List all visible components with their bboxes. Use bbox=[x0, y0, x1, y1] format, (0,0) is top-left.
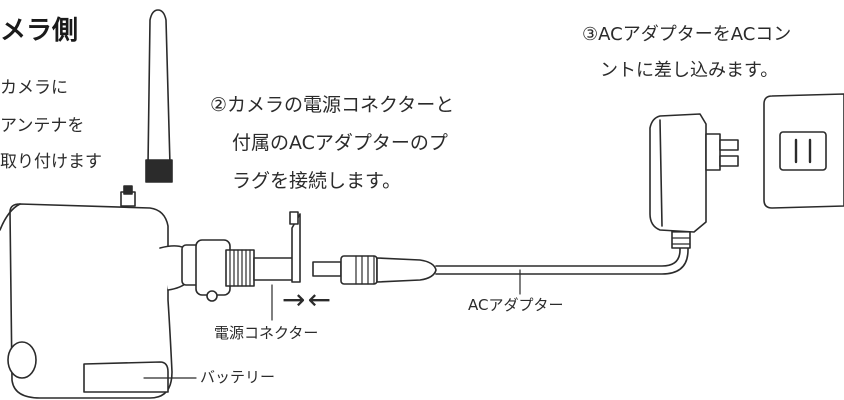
wall-outlet-illustration bbox=[763, 93, 844, 209]
camera-illustration bbox=[0, 185, 301, 399]
step2-line-1: ②カメラの電源コネクターと bbox=[210, 94, 455, 116]
step2-line-2: 付属のACアダプターのプ bbox=[232, 132, 448, 154]
connect-arrows: →← bbox=[282, 283, 333, 316]
step3-line-1: ③ACアダプターをACコン bbox=[582, 24, 792, 45]
step1-line-1: カメラに bbox=[0, 78, 68, 98]
ac-adapter-illustration bbox=[649, 113, 739, 233]
step1-line-2: アンテナを bbox=[0, 116, 85, 136]
step3-line-2: ントに差し込みます。 bbox=[600, 60, 779, 81]
label-battery: バッテリー bbox=[200, 368, 276, 386]
label-ac-adapter: ACアダプター bbox=[468, 296, 564, 314]
leader-lines bbox=[143, 269, 521, 379]
step1-line-3: 取り付けます bbox=[0, 152, 102, 172]
adapter-cable-illustration bbox=[312, 225, 691, 285]
step2-line-3: ラグを接続します。 bbox=[232, 170, 402, 192]
section-heading: メラ側 bbox=[0, 16, 79, 46]
antenna-illustration bbox=[145, 9, 173, 183]
label-power-connector: 電源コネクター bbox=[214, 324, 319, 342]
